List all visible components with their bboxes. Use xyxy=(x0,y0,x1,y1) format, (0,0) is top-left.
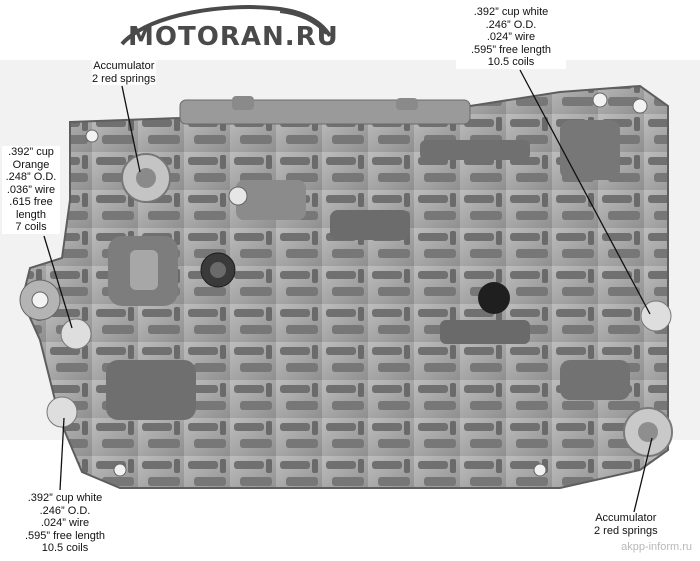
leader-line-left xyxy=(43,235,73,329)
watermark-text: akpp-inform.ru xyxy=(621,541,692,553)
leader-line-bottom-right xyxy=(633,437,653,513)
logo-text: MOTORAN.RU xyxy=(128,22,339,52)
leader-line-top-right xyxy=(519,69,651,315)
label-top-right-white-spring: .392” cup white .246” O.D. .024” wire .5… xyxy=(456,6,566,69)
label-top-left-accumulator: Accumulator 2 red springs xyxy=(92,60,156,85)
leader-line-bottom-left xyxy=(59,417,65,491)
leader-line-top-left xyxy=(121,85,141,173)
label-bottom-right-accumulator: Accumulator 2 red springs xyxy=(594,512,658,537)
logo-car-outline-icon xyxy=(120,5,332,46)
label-bottom-left-white-spring: .392” cup white .246” O.D. .024” wire .5… xyxy=(6,492,124,555)
label-left-orange-spring: .392” cup Orange .248” O.D. .036” wire .… xyxy=(2,146,60,234)
